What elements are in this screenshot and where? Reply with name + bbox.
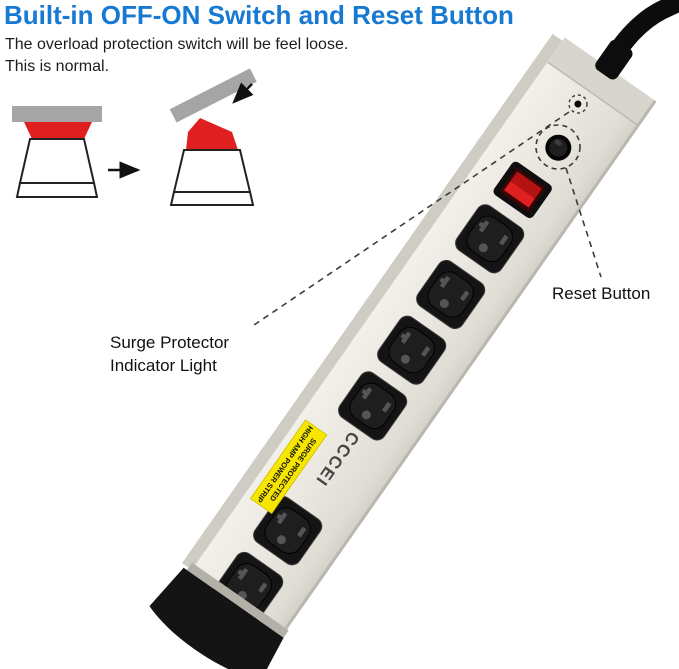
indicator-callout-circle [568,94,588,114]
reset-button [545,134,572,161]
reset-callout-circle [535,124,581,170]
indicator-light-label: Surge Protector Indicator Light [110,331,229,377]
switch-base [169,191,255,206]
switch-rocker-top [510,171,542,199]
surge-indicator-light [574,100,582,108]
switch-rocker-bottom [504,181,535,208]
switch-base [15,182,99,198]
switch-diagram [12,68,257,206]
reset-button-label: Reset Button [552,284,651,303]
cover-plate-flat [12,106,102,122]
indicator-label-line-1: Surge Protector [110,333,230,352]
strip-right-edge [281,99,657,635]
endcap-seam [547,61,640,127]
bottom-end-cap [149,567,284,669]
subtitle-line-1: The overload protection switch will be f… [5,36,349,53]
switch-open-icon [169,68,257,206]
switch-body [18,138,96,184]
rocker-peek [24,122,92,139]
strip-side-face [182,33,563,570]
cover-plate-lifted [169,68,257,123]
callout-annotations [253,94,602,326]
indicator-label-line-2: Indicator Light [110,356,217,375]
indicator-callout-line [253,111,570,326]
rocker-exposed [186,118,238,150]
power-strip: CCCEI SURGE PROTECTED HIGH AMP POWER STR… [149,33,657,669]
bottom-cap-band [186,562,289,638]
cord-strain-relief [595,39,633,80]
switch-body [172,149,252,193]
subtitle-line-2: This is normal. [5,58,110,75]
page-title: Built-in OFF-ON Switch and Reset Button [4,0,514,30]
power-switch [493,161,552,219]
warning-label-sticker [249,419,328,515]
remove-arrow-icon [232,82,254,104]
reset-callout-line [565,167,602,278]
strip-top-endcap [547,37,657,127]
switch-closed-icon [12,106,102,198]
